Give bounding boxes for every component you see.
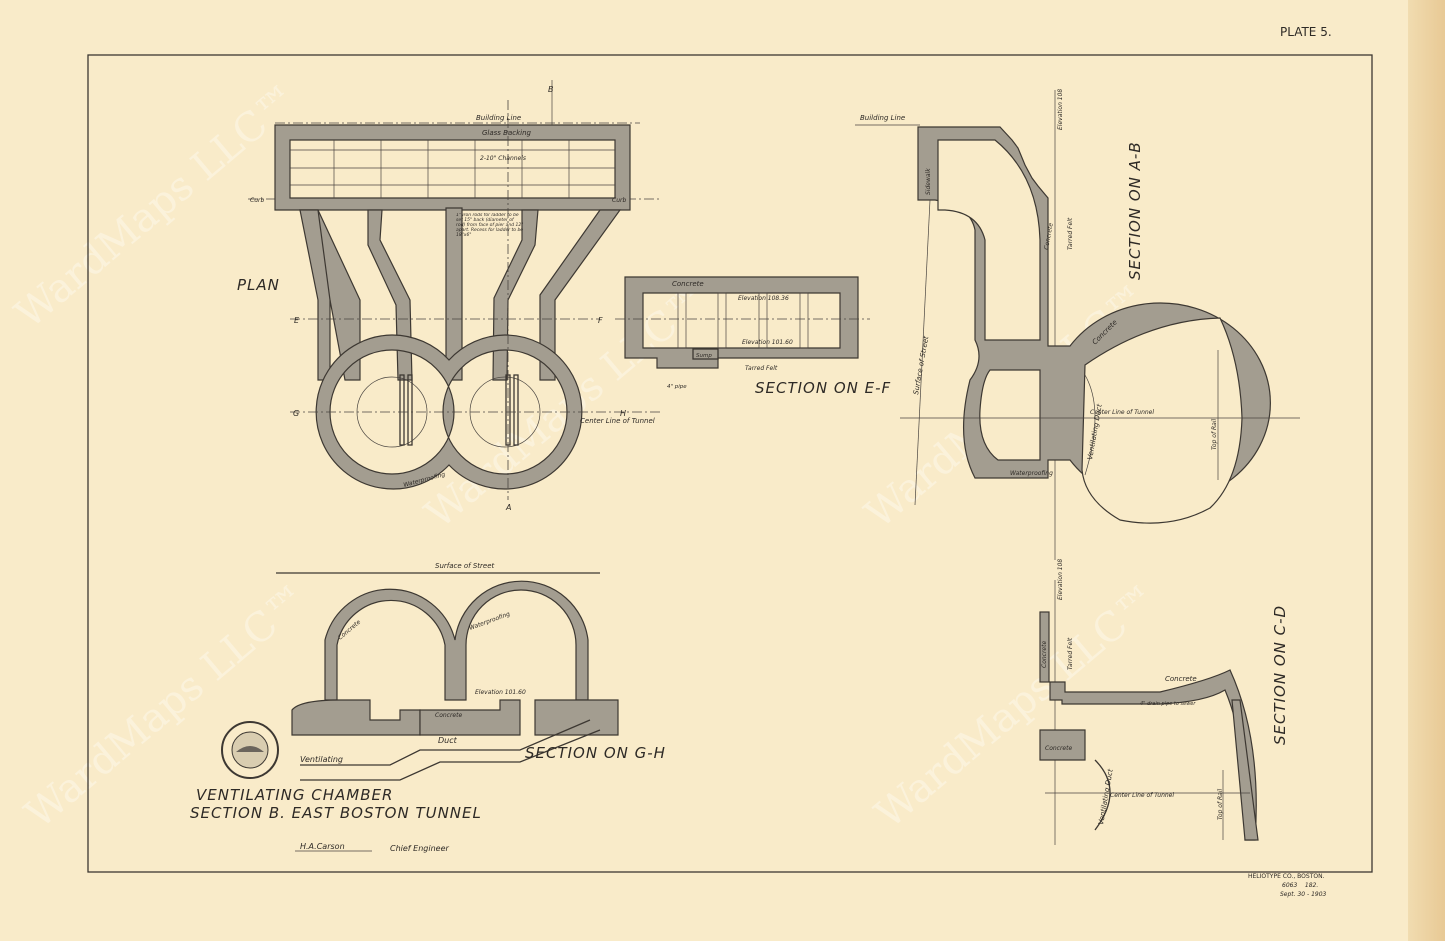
- svg-text:Building Line: Building Line: [860, 114, 905, 122]
- section-cd-title: SECTION ON C-D: [1271, 605, 1289, 745]
- section-ef-title: SECTION ON E-F: [755, 379, 891, 397]
- signature-role: Chief Engineer: [390, 844, 450, 853]
- svg-text:Elevation 108: Elevation 108: [1057, 89, 1064, 130]
- svg-text:Curb: Curb: [612, 197, 626, 204]
- svg-text:Concrete: Concrete: [435, 712, 462, 719]
- svg-text:Sidewalk: Sidewalk: [925, 168, 932, 195]
- svg-text:WardMaps LLC™: WardMaps LLC™: [7, 75, 307, 338]
- signature: H.A.Carson: [300, 842, 345, 851]
- svg-text:Curb: Curb: [250, 197, 264, 204]
- svg-text:Surface of Street: Surface of Street: [912, 335, 930, 395]
- svg-text:Elevation 101.60: Elevation 101.60: [742, 339, 793, 346]
- svg-text:Surface of Street: Surface of Street: [435, 562, 495, 570]
- plate-number: PLATE 5.: [1280, 25, 1332, 39]
- svg-text:Center Line of Tunnel: Center Line of Tunnel: [580, 417, 655, 425]
- svg-text:Sump: Sump: [696, 353, 712, 359]
- title-line-2: SECTION B. EAST BOSTON TUNNEL: [190, 804, 482, 822]
- section-gh-title: SECTION ON G-H: [525, 744, 666, 762]
- svg-text:Top of Rail: Top of Rail: [1211, 418, 1218, 450]
- svg-text:Tarred Felt: Tarred Felt: [1067, 217, 1074, 250]
- svg-text:Concrete: Concrete: [1041, 641, 1048, 668]
- section-cd: Elevation 108 Tarred Felt Concrete Concr…: [1039, 559, 1289, 845]
- section-ab: Building Line Sidewalk Surface of Street…: [855, 89, 1300, 560]
- svg-text:F: F: [598, 316, 603, 325]
- svg-text:Concrete: Concrete: [1165, 675, 1197, 683]
- svg-text:Top of Rail: Top of Rail: [1217, 788, 1224, 820]
- svg-text:2-10" Channels: 2-10" Channels: [480, 155, 526, 162]
- printer-numbers: 6063 182.: [1282, 882, 1318, 889]
- plan-view: PLAN Building Line Glass Backing 2-10" C…: [237, 80, 660, 512]
- svg-text:4" pipe: 4" pipe: [667, 384, 687, 390]
- svg-text:Elevation 101.60: Elevation 101.60: [475, 689, 526, 696]
- svg-text:Building Line: Building Line: [476, 114, 521, 122]
- svg-text:Elevation 108: Elevation 108: [1057, 559, 1064, 600]
- title-line-1: VENTILATING CHAMBER: [196, 786, 393, 804]
- svg-text:4" drain pipe to sewer: 4" drain pipe to sewer: [1140, 701, 1196, 707]
- plan-title: PLAN: [237, 276, 280, 294]
- section-ef: Concrete Elevation 108.36 Elevation 101.…: [615, 276, 891, 397]
- printer-date: Sept. 30 - 1903: [1280, 891, 1327, 898]
- boston-transit-commission-seal: [221, 721, 279, 779]
- svg-text:Glass Backing: Glass Backing: [482, 129, 532, 137]
- svg-text:E: E: [294, 316, 300, 325]
- svg-text:G: G: [293, 409, 299, 418]
- svg-text:Concrete: Concrete: [1043, 222, 1055, 250]
- section-ab-title: SECTION ON A-B: [1126, 141, 1144, 280]
- svg-text:Center Line of Tunnel: Center Line of Tunnel: [1090, 409, 1154, 416]
- ladder-note: 1" iron rods for ladder to be set 15" ba…: [456, 213, 524, 238]
- border-frame: [87, 54, 1373, 873]
- svg-text:B: B: [548, 85, 554, 94]
- svg-text:Concrete: Concrete: [672, 280, 704, 288]
- svg-text:Ventilating: Ventilating: [300, 755, 343, 764]
- svg-text:Waterproofing: Waterproofing: [1010, 470, 1053, 477]
- svg-text:Elevation 108.36: Elevation 108.36: [738, 295, 789, 302]
- printer-name: HELIOTYPE CO., BOSTON.: [1248, 873, 1325, 880]
- svg-text:Center Line of Tunnel: Center Line of Tunnel: [1110, 792, 1174, 799]
- svg-text:H: H: [620, 409, 626, 418]
- svg-text:Duct: Duct: [438, 736, 458, 745]
- svg-text:Concrete: Concrete: [1045, 745, 1072, 752]
- svg-text:Tarred Felt: Tarred Felt: [745, 365, 778, 372]
- section-gh: Surface of Street Concrete Waterproofing…: [276, 562, 666, 781]
- svg-text:A: A: [505, 503, 511, 512]
- svg-text:Tarred Felt: Tarred Felt: [1067, 637, 1074, 670]
- paper-edge: [1408, 0, 1445, 941]
